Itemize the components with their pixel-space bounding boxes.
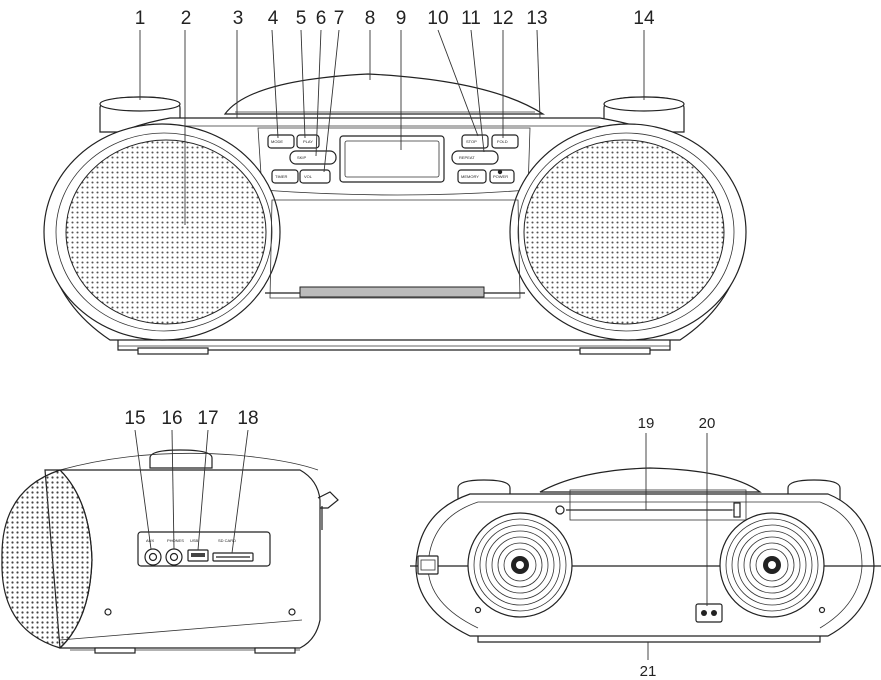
rear-connector [695,603,723,623]
back-view: 19 20 21 [410,415,881,680]
callout-15: 15 [124,408,145,429]
port-label-usb: USB [190,538,199,543]
callout-17: 17 [197,408,218,429]
callout-11: 11 [461,8,481,29]
callout-3: 3 [233,8,244,29]
svg-text:MODE: MODE [271,139,283,144]
right-speaker [509,123,747,341]
cassette-slot [299,286,485,298]
callout-8: 8 [365,8,376,29]
port-label-sd: SD CARD [218,538,236,543]
svg-text:PLAY: PLAY [303,139,313,144]
callout-9: 9 [396,8,407,29]
left-button-cluster: MODE PLAY SKIP TIMER VOL [267,134,337,184]
svg-text:MEMORY: MEMORY [461,174,479,179]
svg-text:TIMER: TIMER [275,174,288,179]
left-speaker [43,123,281,341]
port-label-phones: PHONES [167,538,184,543]
callout-21: 21 [640,663,657,680]
side-view: AUX PHONES USB SD CARD 15 16 17 18 [1,408,339,654]
callout-18: 18 [237,408,258,429]
callout-19: 19 [638,415,655,432]
svg-text:SKIP: SKIP [297,155,306,160]
svg-text:POWER: POWER [493,174,508,179]
cd-lid [223,73,546,115]
callout-7: 7 [334,8,345,29]
callout-4: 4 [268,8,279,29]
ac-socket [417,555,439,575]
callout-20: 20 [699,415,716,432]
callout-10: 10 [427,8,448,29]
front-view: MODE PLAY SKIP TIMER VOL STOP FOLD REPEA… [43,8,747,355]
right-foot [579,347,651,355]
svg-text:VOL: VOL [304,174,313,179]
callout-14: 14 [633,8,655,29]
callout-13: 13 [526,8,547,29]
svg-text:FOLD: FOLD [497,139,508,144]
lcd-display [339,135,445,183]
callout-2: 2 [181,8,192,29]
callout-16: 16 [161,408,182,429]
svg-text:REPEAT: REPEAT [459,155,475,160]
callout-6: 6 [316,8,327,29]
rear-right-driver [719,512,825,618]
antenna-tip [733,502,741,518]
right-button-cluster: STOP FOLD REPEAT MEMORY POWER [451,134,519,184]
antenna-bay [569,489,747,521]
left-foot [137,347,209,355]
callout-5: 5 [296,8,307,29]
rear-left-driver [467,512,573,618]
callout-12: 12 [492,8,513,29]
svg-text:STOP: STOP [466,139,477,144]
callout-1: 1 [135,8,146,29]
